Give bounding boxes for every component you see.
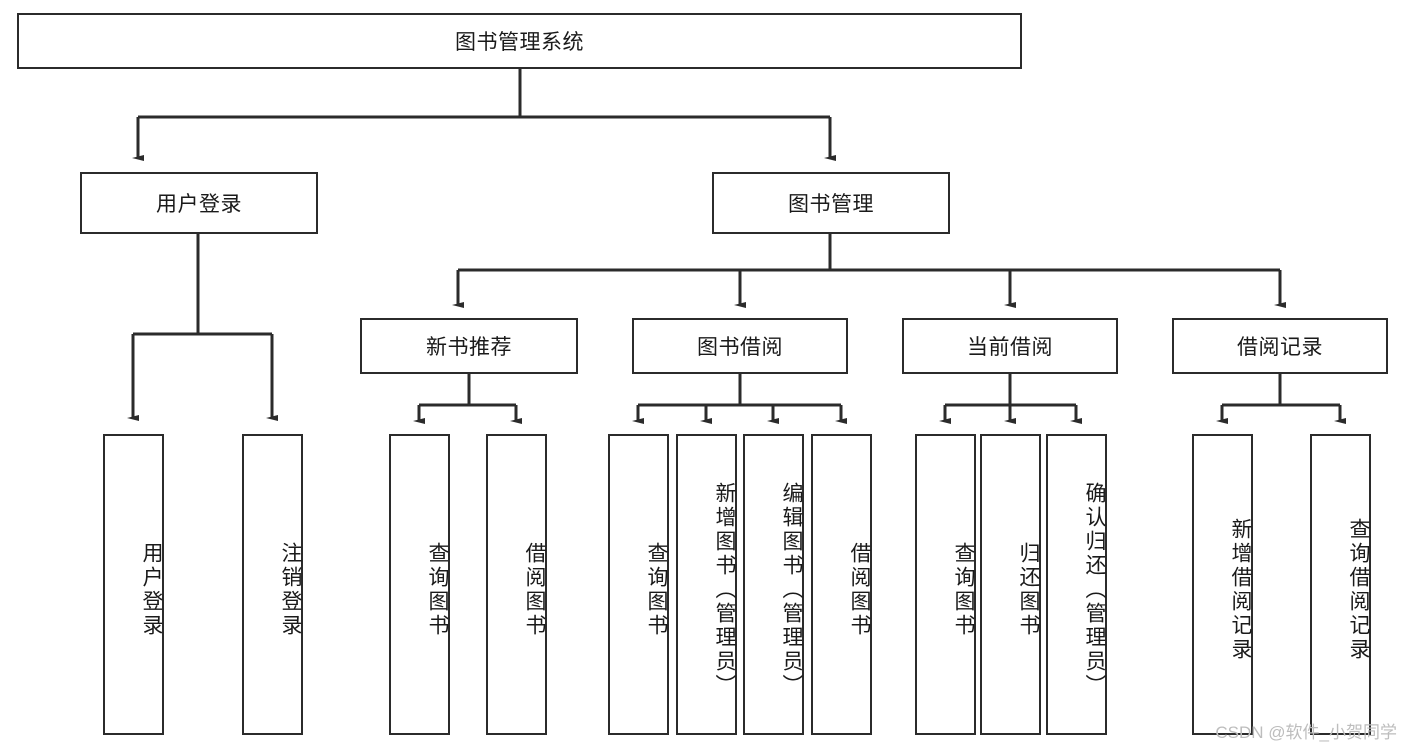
node-root-book-management-system[interactable]: 图书管理系统: [17, 13, 1022, 69]
node-label: 查询图书: [952, 541, 975, 638]
node-label: 用户登录: [156, 193, 242, 216]
node-label: 借阅图书: [523, 541, 546, 638]
leaf-current-borrow-query-book[interactable]: 查询图书: [915, 434, 976, 735]
leaf-new-book-borrow-book[interactable]: 借阅图书: [486, 434, 547, 735]
node-label: 新增借阅记录: [1229, 517, 1252, 662]
node-new-book-recommend[interactable]: 新书推荐: [360, 318, 578, 374]
leaf-current-borrow-return-book[interactable]: 归还图书: [980, 434, 1041, 735]
leaf-current-borrow-confirm-return-admin[interactable]: 确认归还（管理员）: [1046, 434, 1107, 735]
node-label: 新增图书（管理员）: [713, 481, 736, 698]
leaf-user-login-login[interactable]: 用户登录: [103, 434, 164, 735]
node-borrow-records[interactable]: 借阅记录: [1172, 318, 1388, 374]
leaf-book-borrow-edit-book-admin[interactable]: 编辑图书（管理员）: [743, 434, 804, 735]
leaf-book-borrow-add-book-admin[interactable]: 新增图书（管理员）: [676, 434, 737, 735]
node-label: 图书管理系统: [455, 31, 584, 54]
csdn-watermark: CSDN @软件_小贺同学: [1215, 723, 1397, 742]
leaf-book-borrow-query-book[interactable]: 查询图书: [608, 434, 669, 735]
node-label: 查询借阅记录: [1347, 517, 1370, 662]
node-book-borrow[interactable]: 图书借阅: [632, 318, 848, 374]
node-label: 当前借阅: [967, 336, 1053, 359]
leaf-new-book-query-book[interactable]: 查询图书: [389, 434, 450, 735]
node-label: 新书推荐: [426, 336, 512, 359]
node-current-borrow[interactable]: 当前借阅: [902, 318, 1118, 374]
leaf-borrow-records-query-record[interactable]: 查询借阅记录: [1310, 434, 1371, 735]
node-label: 归还图书: [1017, 541, 1040, 638]
node-label: 查询图书: [426, 541, 449, 638]
node-label: 编辑图书（管理员）: [780, 481, 803, 698]
node-label: 确认归还（管理员）: [1083, 481, 1106, 698]
node-label: 借阅图书: [848, 541, 871, 638]
node-label: 图书管理: [788, 193, 874, 216]
node-book-management[interactable]: 图书管理: [712, 172, 950, 234]
leaf-borrow-records-add-record[interactable]: 新增借阅记录: [1192, 434, 1253, 735]
node-label: 用户登录: [140, 541, 163, 638]
leaf-book-borrow-borrow-book[interactable]: 借阅图书: [811, 434, 872, 735]
node-label: 注销登录: [279, 541, 302, 638]
node-user-login[interactable]: 用户登录: [80, 172, 318, 234]
leaf-user-login-logout[interactable]: 注销登录: [242, 434, 303, 735]
node-label: 查询图书: [645, 541, 668, 638]
node-label: 图书借阅: [697, 336, 783, 359]
node-label: 借阅记录: [1237, 336, 1323, 359]
